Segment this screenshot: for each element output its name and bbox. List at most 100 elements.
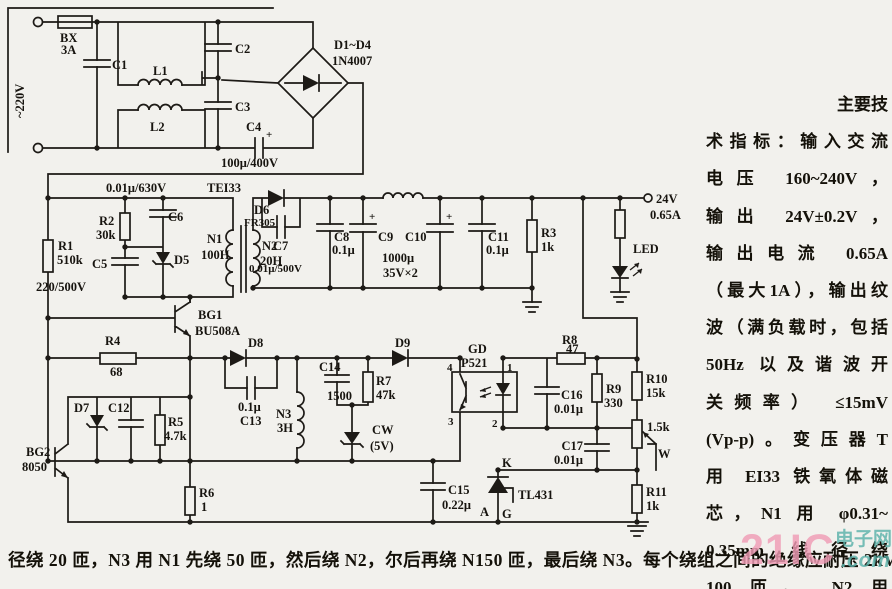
label-r3: R3: [541, 226, 556, 240]
label-r11-value: 1k: [646, 499, 659, 513]
label-bg1: BG1: [198, 308, 222, 322]
capacitor-c4: [254, 137, 264, 159]
transistor-bg1: [183, 329, 190, 336]
label-r3-value: 1k: [541, 240, 554, 254]
label-c17-value: 0.01μ: [554, 453, 583, 467]
label-l1: L1: [153, 64, 168, 78]
resistor-r3: [526, 219, 538, 253]
label-c6: C6: [168, 210, 183, 224]
spec-line: (Vp-p)。变压器T: [706, 429, 888, 449]
label-r6-value: 1: [201, 500, 207, 514]
led-indicator: [611, 262, 643, 279]
capacitor-c7: [276, 215, 286, 239]
fuse-bx: [57, 15, 93, 29]
label-tl431-k: K: [502, 456, 512, 470]
label-c12: C12: [108, 401, 130, 415]
label-bg1-part: BU508A: [195, 324, 240, 338]
ground-r3: [522, 301, 542, 313]
label-tl431-g: G: [502, 507, 512, 521]
label-c1: C1: [112, 58, 127, 72]
spec-line: 关频率） ≤15mV: [706, 392, 888, 412]
label-fuse-rating: 3A: [61, 43, 76, 57]
spec-line: 输出电流 0.65A: [706, 243, 888, 263]
filter-inductor: [382, 192, 424, 199]
label-fuse: BX: [60, 31, 77, 45]
diode-d8: [230, 349, 247, 367]
transistor-bg2: [61, 471, 68, 478]
spec-line: （最大1A），输出纹: [706, 280, 888, 300]
label-bridge: D1~D4: [334, 38, 372, 52]
label-pin4: 4: [447, 362, 453, 374]
label-n1-value: 100H: [201, 248, 230, 262]
label-c8-value: 0.1μ: [332, 243, 355, 257]
label-cw: CW: [372, 423, 394, 437]
capacitor-c13: [246, 376, 256, 400]
capacitor-c8: [316, 223, 344, 232]
resistor-r6: [184, 486, 196, 516]
label-c14: C14: [319, 360, 341, 374]
spec-line: 100 匝， N2 用: [706, 578, 888, 589]
watermark-site-name: 电子网: [834, 529, 892, 550]
label-led: LED: [633, 242, 659, 256]
label-c4-plus: +: [266, 129, 272, 141]
spec-line: 波（满负载时，包括: [706, 318, 888, 338]
capacitor-c16: [534, 386, 560, 395]
label-pin3: 3: [448, 416, 454, 428]
resistor-r1: [42, 239, 54, 273]
label-pot-value: 1.5k: [647, 420, 670, 434]
label-output-current: 0.65A: [650, 208, 681, 222]
label-r11: R11: [646, 485, 667, 499]
label-opto-part: P521: [461, 356, 487, 370]
label-opto: GD: [468, 342, 487, 356]
label-d9: D9: [395, 336, 410, 350]
label-n2: N2: [262, 239, 277, 253]
label-c5: C5: [92, 257, 107, 271]
spec-line: 用 EI33 铁氧体磁: [706, 466, 888, 486]
spec-line: 50Hz 以及谐波开: [706, 355, 888, 375]
resistor-r10: [631, 371, 643, 401]
label-n3-value: 3H: [277, 421, 293, 435]
label-c11-value: 0.1μ: [486, 243, 509, 257]
ground-led: [610, 291, 630, 303]
label-c2: C2: [235, 42, 250, 56]
label-c7: C7: [273, 239, 288, 253]
winding-n3: [296, 391, 305, 449]
label-l2: L2: [150, 120, 165, 134]
resistor-r7: [362, 371, 374, 403]
resistor-r2: [119, 212, 131, 241]
label-pot-w: W: [658, 447, 671, 461]
label-r1-value: 510k: [57, 253, 83, 267]
resistor-r4: [99, 352, 137, 365]
label-c17: C17: [561, 439, 583, 453]
label-c15-value: 0.22μ: [442, 498, 471, 512]
label-r4-value: 68: [110, 365, 123, 379]
label-c10-plus: +: [446, 211, 452, 223]
label-r6: R6: [199, 486, 214, 500]
label-d6: D6: [254, 203, 269, 217]
label-r4: R4: [105, 334, 121, 348]
label-output-voltage: 24V: [656, 192, 678, 206]
watermark: 21IC 电子网 .com: [736, 522, 892, 586]
label-r9: R9: [606, 382, 621, 396]
label-c3: C3: [235, 100, 250, 114]
input-section-wires: [7, 7, 364, 199]
label-d5: D5: [174, 253, 189, 267]
label-c11: C11: [488, 230, 509, 244]
output-terminal-24v: [643, 193, 653, 203]
label-c4: C4: [246, 120, 262, 134]
winding-n2: [252, 229, 261, 287]
capacitor-c5: [111, 257, 139, 266]
label-bg2: BG2: [26, 445, 50, 459]
label-c16-value: 0.01μ: [554, 402, 583, 416]
capacitor-c2: [204, 43, 232, 52]
label-c13: C13: [240, 414, 262, 428]
capacitor-c15: [420, 482, 446, 491]
ac-terminal-top: [32, 16, 44, 28]
label-tl431-a: A: [480, 505, 489, 519]
label-c16: C16: [561, 388, 583, 402]
led-resistor: [614, 209, 626, 239]
label-n1: N1: [207, 232, 222, 246]
inductor-l1: [137, 78, 183, 86]
